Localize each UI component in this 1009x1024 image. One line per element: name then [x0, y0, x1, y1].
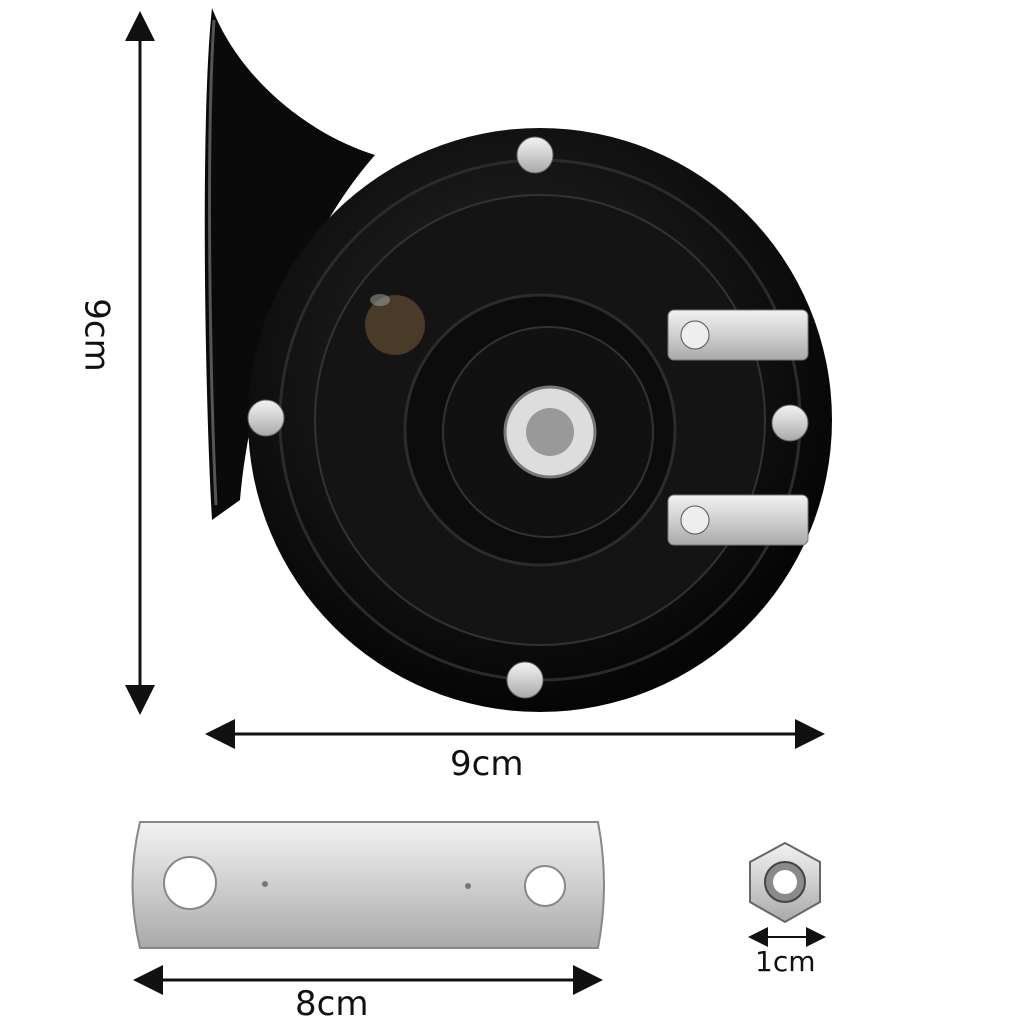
horn-body	[248, 128, 832, 712]
bracket-length-label: 8cm	[295, 984, 369, 1024]
height-label: 9cm	[76, 298, 117, 372]
terminals	[667, 309, 809, 546]
mounting-bracket	[131, 821, 605, 949]
hex-nut	[749, 841, 821, 924]
screw-icons	[247, 136, 809, 699]
nut-size-label: 1cm	[755, 945, 816, 978]
width-label: 9cm	[450, 744, 524, 784]
horn-bell	[204, 8, 375, 520]
